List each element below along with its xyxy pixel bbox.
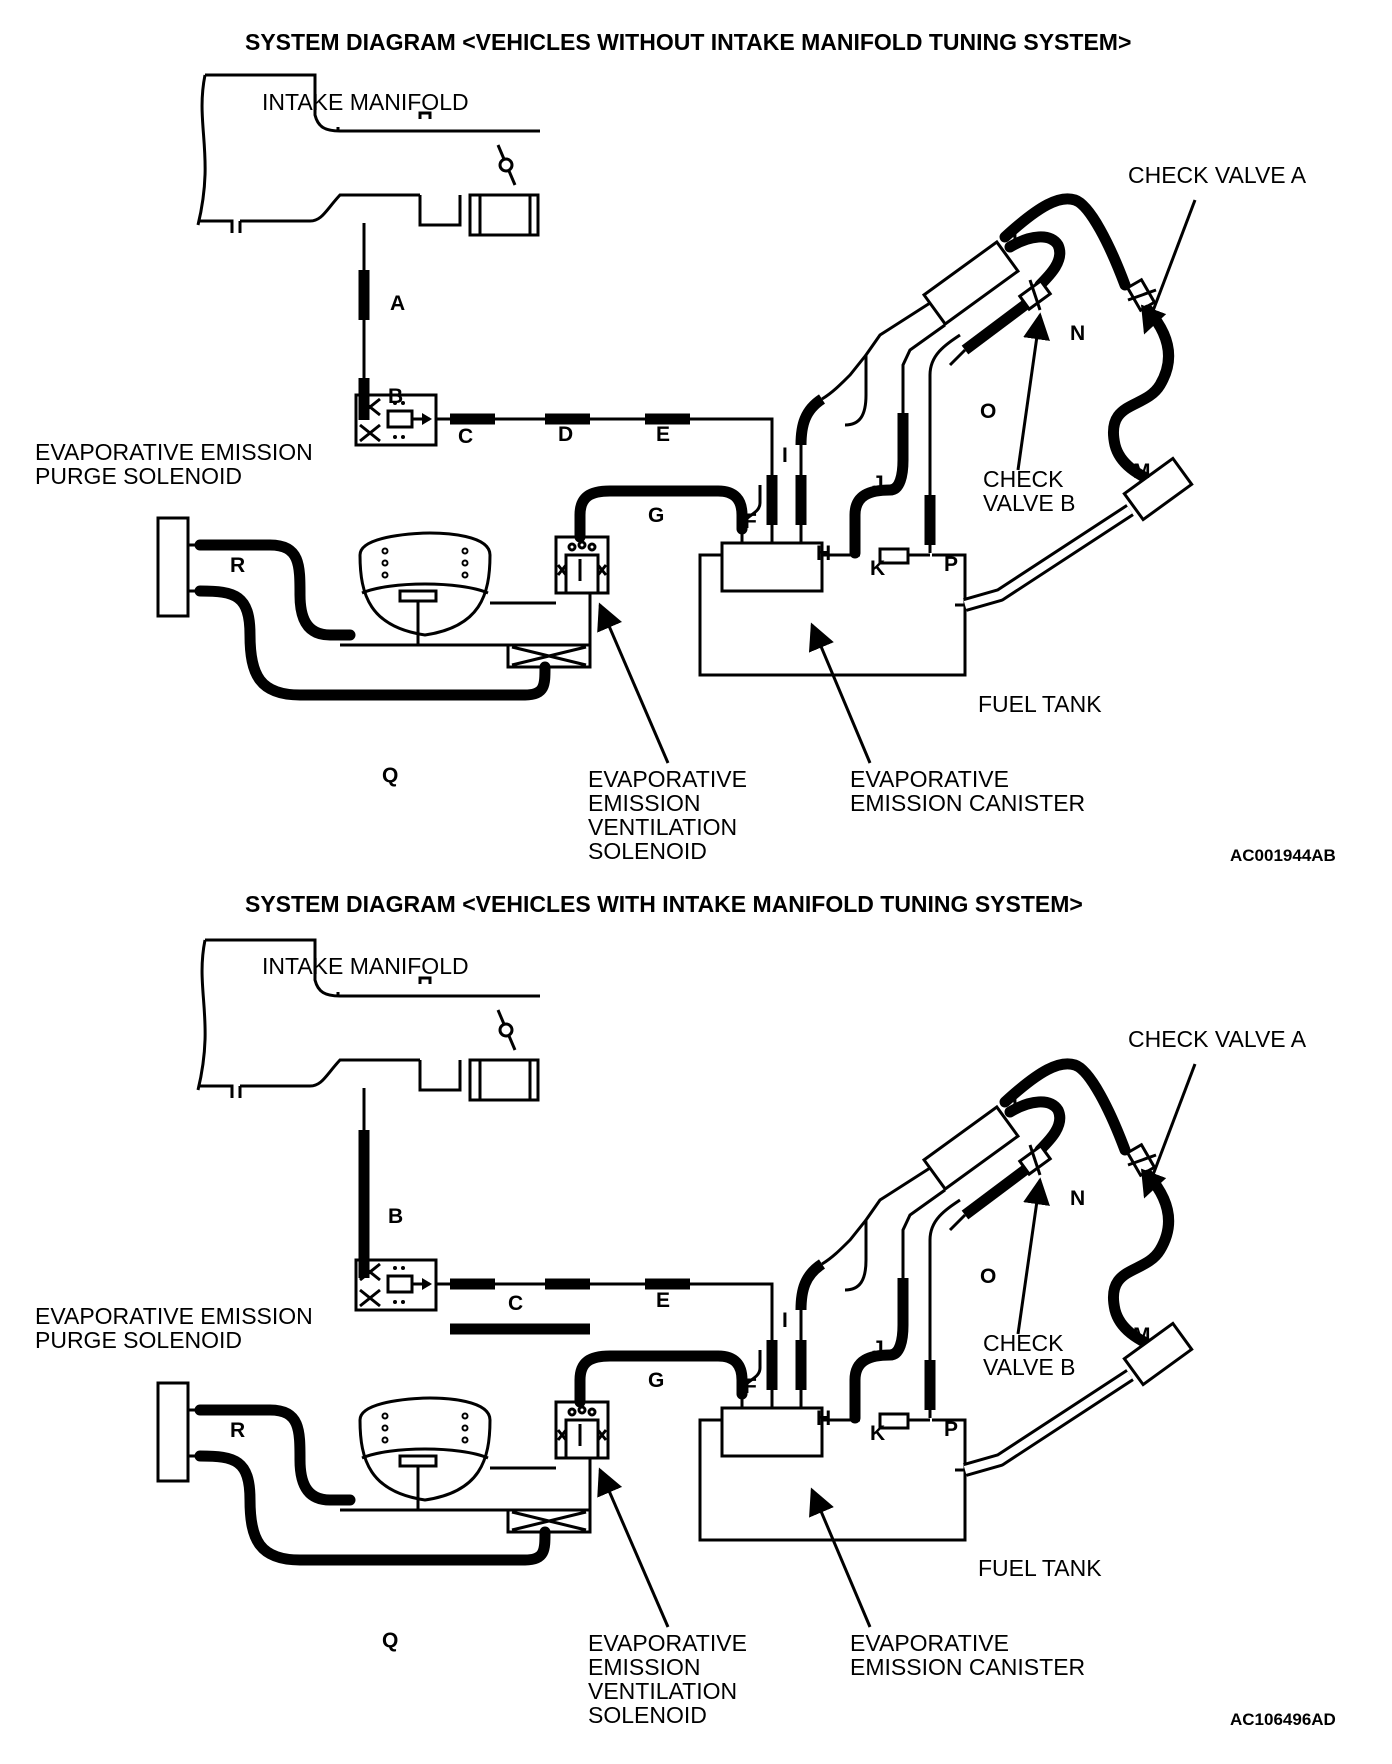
label-intake-manifold: INTAKE MANIFOLD	[262, 89, 469, 115]
label-canister-1: EVAPORATIVE	[850, 1630, 1009, 1656]
hose-label-i: I	[782, 444, 788, 467]
label-ventilation-1: EVAPORATIVE	[588, 766, 747, 792]
hose-label-b: B	[388, 385, 403, 408]
label-canister-2: EMISSION CANISTER	[850, 790, 1085, 816]
hose-label-r: R	[230, 1419, 245, 1442]
diagram-title: SYSTEM DIAGRAM <VEHICLES WITHOUT INTAKE …	[245, 29, 1131, 55]
label-purge-solenoid-1: EVAPORATIVE EMISSION	[35, 439, 313, 465]
hose-label-k: K	[870, 557, 885, 580]
leader-ventilation	[597, 602, 670, 764]
hose-label-h: H	[816, 542, 831, 565]
hose-label-d: D	[558, 423, 573, 446]
label-check-valve-a: CHECK VALVE A	[1128, 1026, 1307, 1052]
label-intake-manifold: INTAKE MANIFOLD	[262, 953, 469, 979]
label-ventilation-4: SOLENOID	[588, 1702, 707, 1728]
hose-label-l: L	[1012, 228, 1025, 251]
hose-label-e: E	[656, 423, 670, 446]
hose-label-n: N	[1070, 322, 1085, 345]
leader-check-valve-a	[1140, 199, 1197, 335]
leader-ventilation	[597, 1467, 670, 1628]
label-canister-2: EMISSION CANISTER	[850, 1654, 1085, 1680]
label-ventilation-2: EMISSION	[588, 790, 700, 816]
hose-label-c: C	[458, 425, 473, 448]
hose-label-a: A	[390, 292, 405, 315]
label-purge-solenoid-2: PURGE SOLENOID	[35, 1327, 242, 1353]
hose-label-p: P	[944, 1418, 958, 1441]
label-check-valve-b-2: VALVE B	[983, 490, 1075, 516]
diagram-without-imt: SYSTEM DIAGRAM <VEHICLES WITHOUT INTAKE …	[35, 29, 1336, 865]
hose-label-o: O	[980, 400, 996, 423]
leader-check-valve-a	[1140, 1063, 1197, 1199]
label-check-valve-b-1: CHECK	[983, 1330, 1064, 1356]
label-fuel-tank: FUEL TANK	[978, 1555, 1102, 1581]
hose-label-m: M	[1133, 460, 1151, 483]
label-canister-1: EVAPORATIVE	[850, 766, 1009, 792]
hose-label-n: N	[1070, 1187, 1085, 1210]
hose-label-j: J	[872, 472, 884, 495]
hose-label-b: B	[388, 1205, 403, 1228]
hose-label-i: I	[782, 1309, 788, 1332]
leader-canister	[809, 1487, 872, 1628]
hose-label-g: G	[648, 1369, 664, 1392]
hose-label-e: E	[656, 1289, 670, 1312]
hose-label-h: H	[816, 1407, 831, 1430]
diagram-with-imt: SYSTEM DIAGRAM <VEHICLES WITH INTAKE MAN…	[35, 891, 1336, 1729]
label-check-valve-a: CHECK VALVE A	[1128, 162, 1307, 188]
hose-label-f: F	[744, 510, 757, 533]
label-purge-solenoid-1: EVAPORATIVE EMISSION	[35, 1303, 313, 1329]
hose-label-k: K	[870, 1422, 885, 1445]
leader-check-valve-b	[1016, 312, 1050, 471]
label-check-valve-b-1: CHECK	[983, 466, 1064, 492]
leader-check-valve-b	[1016, 1177, 1050, 1335]
label-check-valve-b-2: VALVE B	[983, 1354, 1075, 1380]
hose-label-l: L	[1012, 1092, 1025, 1115]
label-ventilation-4: SOLENOID	[588, 838, 707, 864]
hose-label-p: P	[944, 553, 958, 576]
label-fuel-tank: FUEL TANK	[978, 691, 1102, 717]
label-ventilation-3: VENTILATION	[588, 814, 737, 840]
label-purge-solenoid-2: PURGE SOLENOID	[35, 463, 242, 489]
hose-label-c: C	[508, 1292, 523, 1315]
figure-ref: AC106496AD	[1230, 1710, 1336, 1729]
hose-label-f: F	[744, 1375, 757, 1398]
hose-label-q: Q	[382, 764, 398, 787]
hose-label-m: M	[1133, 1324, 1151, 1347]
hose-label-j: J	[872, 1337, 884, 1360]
figure-ref: AC001944AB	[1230, 846, 1336, 865]
label-ventilation-1: EVAPORATIVE	[588, 1630, 747, 1656]
leader-canister	[808, 622, 872, 764]
hose-label-q: Q	[382, 1629, 398, 1652]
diagram-title: SYSTEM DIAGRAM <VEHICLES WITH INTAKE MAN…	[245, 891, 1083, 917]
hose-label-o: O	[980, 1265, 996, 1288]
label-ventilation-2: EMISSION	[588, 1654, 700, 1680]
hose-label-g: G	[648, 504, 664, 527]
label-ventilation-3: VENTILATION	[588, 1678, 737, 1704]
hose-label-r: R	[230, 554, 245, 577]
